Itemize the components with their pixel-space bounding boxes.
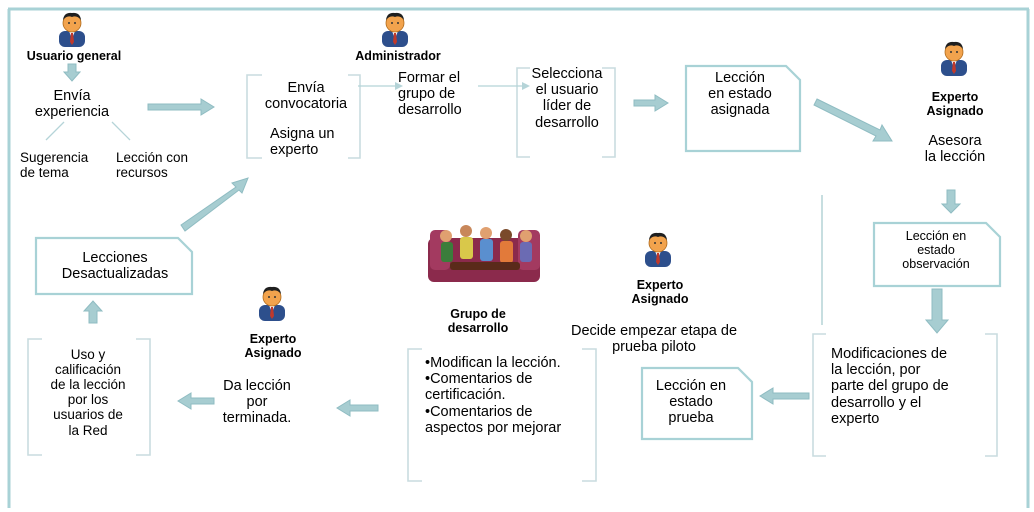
group-task-item: •Comentarios de aspectos por mejorar	[425, 403, 562, 436]
expert-bottom-figure	[258, 286, 286, 322]
node-select-leader: Selecciona el usuario líder de desarroll…	[531, 66, 603, 131]
bracket-mods	[812, 333, 826, 457]
arrow-usage-up	[82, 300, 104, 324]
node-topic-suggestion: Sugerencia de tema	[20, 150, 89, 181]
role-dev-group: Grupo de desarrollo	[447, 307, 509, 335]
role-admin: Administrador	[355, 49, 441, 63]
node-form-group: Formar el grupo de desarrollo	[398, 70, 462, 119]
bracket-group-right	[582, 348, 597, 482]
bracket-mods-right	[985, 333, 998, 457]
admin-figure	[381, 12, 409, 48]
node-lesson-assigned: Lección en estado asignada	[708, 70, 772, 119]
group-task-item: •Modifican la lección.	[425, 355, 561, 371]
group-tasks-list: •Modifican la lección. •Comentarios de c…	[425, 355, 575, 436]
doc-box-observation	[872, 221, 1002, 288]
arrow-finished-to-usage	[177, 392, 215, 410]
arrow-select-to-assigned	[633, 94, 669, 112]
doc-box-test	[640, 366, 754, 441]
user-general-figure	[58, 12, 86, 48]
role-expert-bottom: Experto Asignado	[244, 332, 302, 360]
node-lesson-test: Lección en estado prueba	[655, 378, 727, 427]
node-modifications: Modificaciones de la lección, por parte …	[831, 346, 949, 427]
branch-line-right	[111, 121, 131, 141]
node-pilot-decision: Decide empezar etapa de prueba piloto	[570, 323, 738, 356]
node-outdated: Lecciones Desactualizadas	[61, 250, 169, 283]
node-lesson-observation: Lección en estado observación	[902, 229, 970, 271]
node-send-call: Envía convocatoria	[264, 80, 348, 113]
arrow-advises-down	[940, 189, 962, 214]
node-advises: Asesora la lección	[924, 133, 986, 166]
node-lesson-resources: Lección con recursos	[116, 150, 189, 181]
doc-box-outdated	[34, 236, 194, 296]
node-finished: Da lección por terminada.	[222, 378, 292, 427]
arrow-outdated-to-call	[180, 177, 249, 232]
bracket-call-right	[348, 74, 361, 159]
expert-top-figure	[940, 41, 968, 77]
arrow-mods-to-test	[759, 387, 810, 405]
bracket-call	[246, 74, 262, 159]
node-usage-rating: Uso y calificación de la lección por los…	[50, 347, 126, 438]
group-meeting-illustration	[428, 225, 540, 282]
arrow-user-down	[62, 63, 82, 82]
outer-frame	[7, 7, 1030, 508]
role-user-general: Usuario general	[26, 49, 122, 63]
arrow-observation-down	[924, 288, 950, 334]
doc-box-assigned	[684, 64, 802, 153]
arrow-group-to-finished	[336, 399, 379, 417]
group-task-item: •Comentarios de certificación.	[425, 371, 533, 404]
arrow-assigned-to-expert	[813, 98, 893, 142]
bracket-leader	[516, 67, 530, 158]
bracket-usage	[27, 338, 42, 456]
node-send-experience: Envía experiencia	[34, 88, 110, 121]
expert-middle-figure	[644, 232, 672, 268]
node-assign-expert: Asigna un experto	[270, 126, 335, 159]
bracket-leader-right	[602, 67, 616, 158]
bracket-usage-right	[136, 338, 151, 456]
role-expert-middle: Experto Asignado	[631, 278, 689, 306]
bracket-group	[407, 348, 422, 482]
arrow-experience-to-call	[147, 98, 215, 116]
branch-line-left	[45, 121, 65, 141]
role-expert-top: Experto Asignado	[926, 90, 984, 118]
